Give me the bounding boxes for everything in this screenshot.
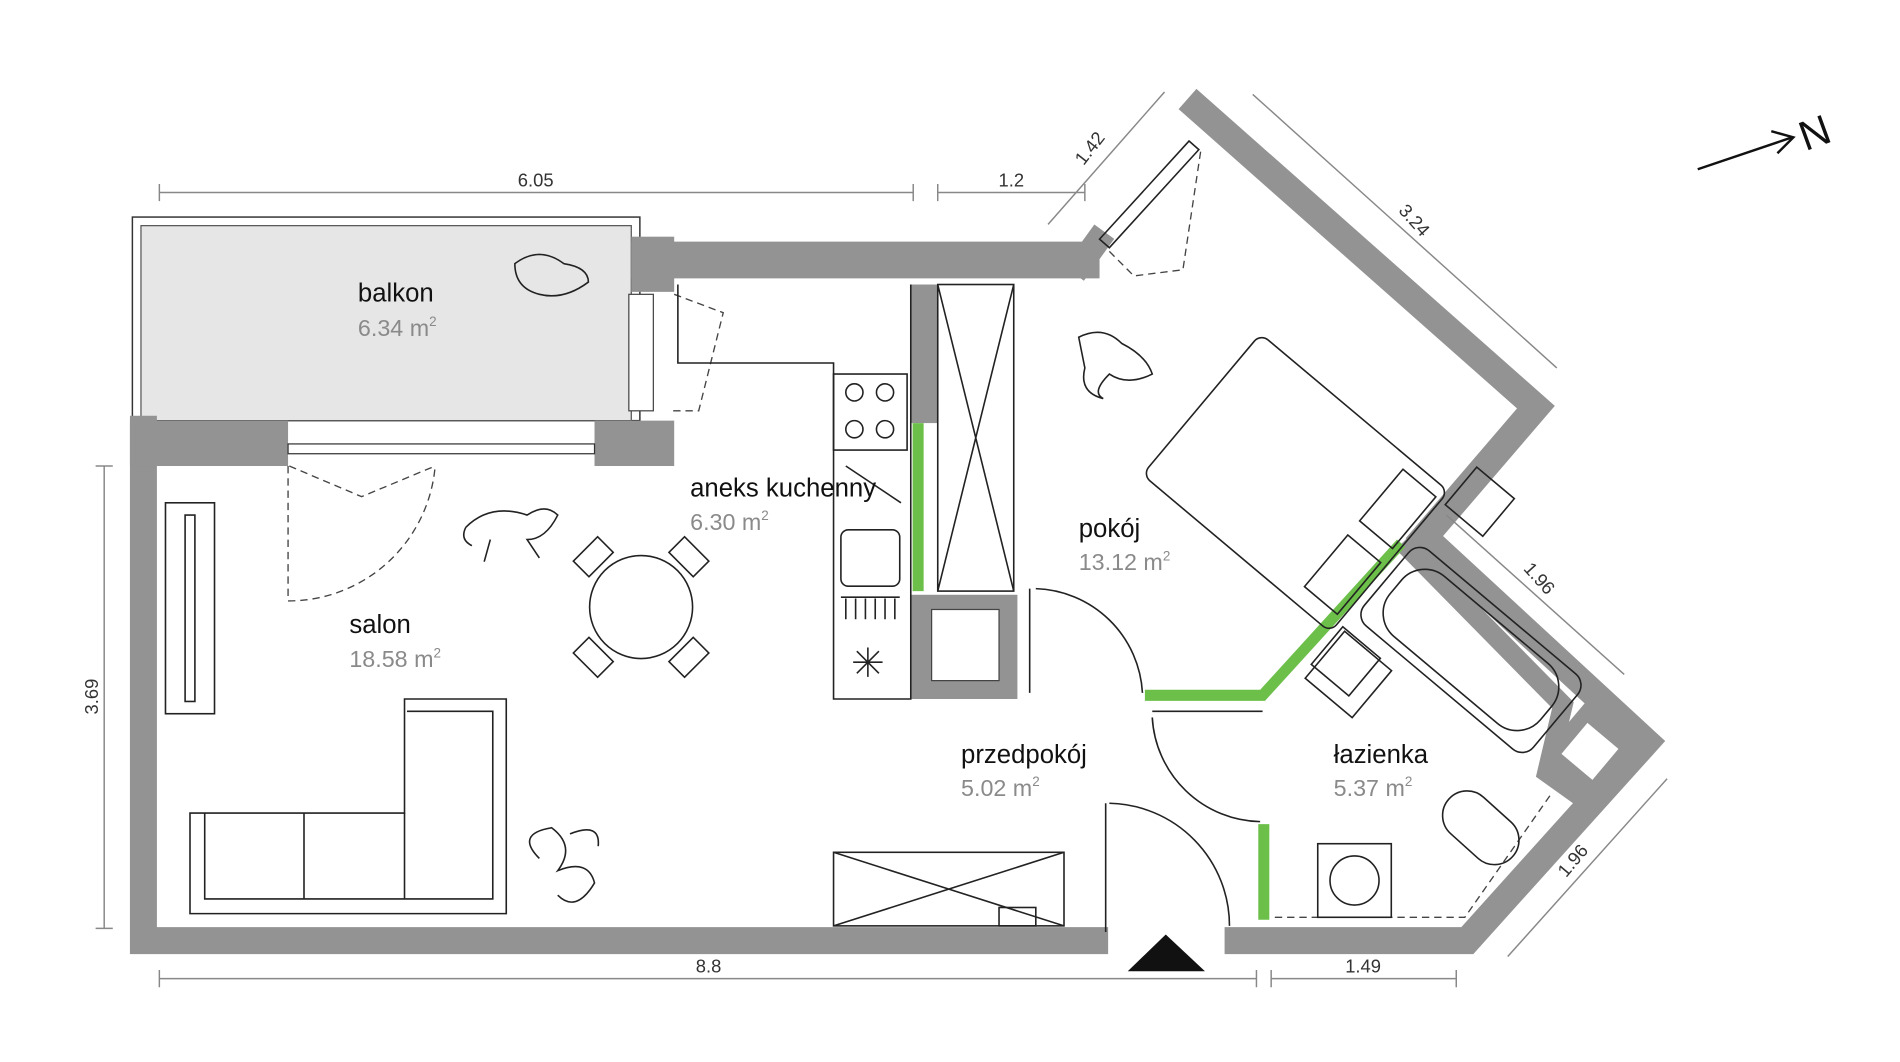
dimension-label: 1.49: [1345, 955, 1381, 976]
dimension-label: 8.8: [696, 955, 722, 976]
room-label-salon: salon 18.58 m2: [349, 611, 441, 672]
svg-text:18.58 m2: 18.58 m2: [349, 645, 441, 672]
person-icon: [1077, 331, 1154, 400]
dimension-label: 6.05: [518, 169, 554, 190]
room-label-lazienka: łazienka 5.37 m2: [1334, 741, 1429, 801]
salon-furniture: [164, 501, 1065, 927]
svg-text:przedpokój: przedpokój: [961, 741, 1087, 769]
svg-text:aneks kuchenny: aneks kuchenny: [690, 475, 876, 503]
dimension-label: 1.96: [1520, 558, 1560, 599]
dimension-label: 1.2: [999, 169, 1025, 190]
person-icon: [514, 253, 590, 297]
dimension-label: 3.69: [81, 679, 102, 715]
bathroom-furniture: [1304, 546, 1582, 919]
north-label: N: [1792, 105, 1836, 159]
north-compass: N: [1697, 105, 1837, 171]
svg-text:pokój: pokój: [1079, 515, 1141, 543]
windows-doors: [287, 139, 1552, 933]
walls: [129, 88, 1666, 955]
svg-text:balkon: balkon: [358, 280, 434, 308]
svg-text:łazienka: łazienka: [1334, 741, 1429, 769]
entrance-icon: [1127, 934, 1205, 972]
svg-text:5.02 m2: 5.02 m2: [961, 774, 1040, 801]
north-arrow-icon: [1697, 136, 1793, 171]
balcony: [131, 216, 654, 422]
room-label-przedpokoj: przedpokój 5.02 m2: [961, 741, 1087, 801]
bedroom-furniture: [514, 253, 1516, 698]
svg-text:6.34 m2: 6.34 m2: [358, 314, 437, 341]
dimension-label: 3.24: [1395, 200, 1435, 241]
svg-text:salon: salon: [349, 611, 411, 639]
room-label-balkon: balkon 6.34 m2: [358, 280, 437, 341]
dimension-lines: [95, 91, 1668, 988]
kitchen-furniture: [677, 283, 1015, 700]
svg-text:13.12 m2: 13.12 m2: [1079, 548, 1171, 575]
dog-icon: [462, 508, 559, 562]
plant-icon: [528, 826, 600, 903]
room-label-aneks-kuchenny: aneks kuchenny 6.30 m2: [690, 475, 876, 535]
room-label-pokoj: pokój 13.12 m2: [1079, 515, 1171, 575]
svg-text:6.30 m2: 6.30 m2: [690, 508, 769, 535]
svg-text:5.37 m2: 5.37 m2: [1334, 774, 1413, 801]
